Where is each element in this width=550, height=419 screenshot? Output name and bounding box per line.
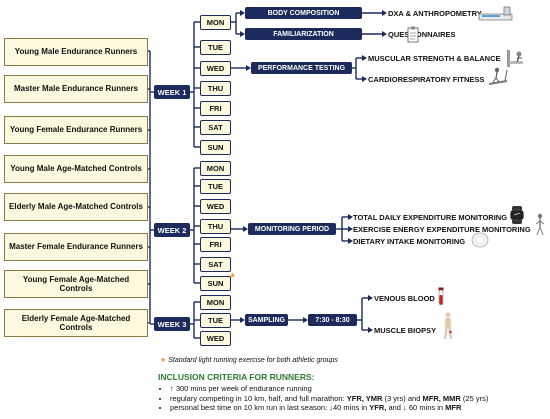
blood-tube-icon [438,287,444,306]
w2-day-tue: TUE [200,179,231,194]
questionnaires-label: QUESTIONNAIRES [388,30,456,39]
week-2: WEEK 2 [154,223,190,237]
footnote: ★ Standard light running exercise for bo… [160,356,338,364]
star-icon: ★ [160,357,167,364]
footnote-text: Standard light running exercise for both… [168,357,338,364]
venous-blood-label: VENOUS BLOOD [374,294,435,303]
group-master-female-runners: Master Female Endurance Runners [4,233,148,261]
criteria-item: ↑ 300 mins per week of endurance running [170,384,488,394]
person-icon [535,213,545,236]
criteria-text: personal best time on 10 km run in last … [170,403,370,412]
w1-day-thu: THU [200,81,231,96]
criteria-item: personal best time on 10 km run in last … [170,403,488,413]
criteria-text: and ↓ 60 mins in [386,403,446,412]
inclusion-criteria-list: ↑ 300 mins per week of endurance running… [158,384,488,413]
w1-day-tue: TUE [200,40,231,55]
w1-day-sun: SUN [200,140,231,155]
w1-day-fri: FRI [200,101,231,116]
criteria-group-code: MFR, MMR [422,393,461,403]
w3-day-wed: WED [200,331,231,346]
w2-day-sun: SUN [200,276,231,291]
dxa-scanner-icon [478,6,513,21]
group-elderly-female-controls: Elderly Female Age-Matched Controls [4,309,148,337]
sampling-box: SAMPLING [245,314,288,326]
criteria-text: (3 yrs) and [382,393,423,403]
week-1: WEEK 1 [154,85,190,99]
criteria-item: regulary competing in 10 km, half, and f… [170,394,488,404]
cardio-fitness-label: CARDIORESPIRATORY FITNESS [368,75,485,84]
criteria-group-code: YFR, YMR [346,393,383,403]
group-elderly-male-controls: Elderly Male Age-Matched Controls [4,193,148,221]
performance-testing-box: PERFORMANCE TESTING [251,62,352,74]
body-biopsy-icon [443,312,453,340]
inclusion-criteria-title: INCLUSION CRITERIA FOR RUNNERS: [158,372,315,382]
group-young-male-runners: Young Male Endurance Runners [4,38,148,66]
w1-day-wed: WED [200,61,231,76]
smartwatch-icon [510,206,524,224]
criteria-text: ↑ 300 mins per week of endurance running [170,384,312,393]
strength-machine-icon [507,50,523,67]
w2-day-sat: SAT [200,257,231,272]
muscular-strength-label: MUSCULAR STRENGTH & BALANCE [368,54,501,63]
w2-day-mon: MON [200,161,231,176]
questionnaire-clipboard-icon [407,26,419,43]
w2-day-fri: FRI [200,237,231,252]
monitoring-period-box: MONITORING PERIOD [248,223,336,235]
group-master-male-runners: Master Male Endurance Runners [4,75,148,103]
exercise-energy-label: EXERCISE ENERGY EXPENDITURE MONITORING [353,225,531,234]
w2-day-thu: THU [200,219,231,234]
treadmill-icon [488,67,508,85]
w2-day-wed: WED [200,199,231,214]
sampling-time-box: 7:30 - 8:30 [308,314,357,326]
dxa-label: DXA & ANTHROPOMETRY [388,9,482,18]
familiarization-box: FAMILIARIZATION [245,28,362,40]
w1-day-sat: SAT [200,120,231,135]
criteria-text: (25 yrs) [460,393,489,403]
w3-day-tue: TUE [200,313,231,328]
w1-day-mon: MON [200,15,231,30]
group-young-male-controls: Young Male Age-Matched Controls [4,155,148,183]
w3-day-mon: MON [200,295,231,310]
plate-icon [471,232,489,248]
week-3: WEEK 3 [154,317,190,331]
criteria-text: regulary competing in 10 km, half, and f… [170,393,347,403]
body-composition-box: BODY COMPOSITION [245,7,362,19]
group-young-female-controls: Young Female Age-Matched Controls [4,270,148,298]
dietary-intake-label: DIETARY INTAKE MONITORING [353,237,466,246]
total-daily-label: TOTAL DAILY EXPENDITURE MONITORING [353,213,508,222]
muscle-biopsy-label: MUSCLE BIOPSY [374,326,437,335]
criteria-group-code: YFR, [369,403,387,412]
star-icon: ★ [229,271,237,280]
criteria-group-code: MFR [445,403,462,412]
group-young-female-runners: Young Female Endurance Runners [4,116,148,144]
